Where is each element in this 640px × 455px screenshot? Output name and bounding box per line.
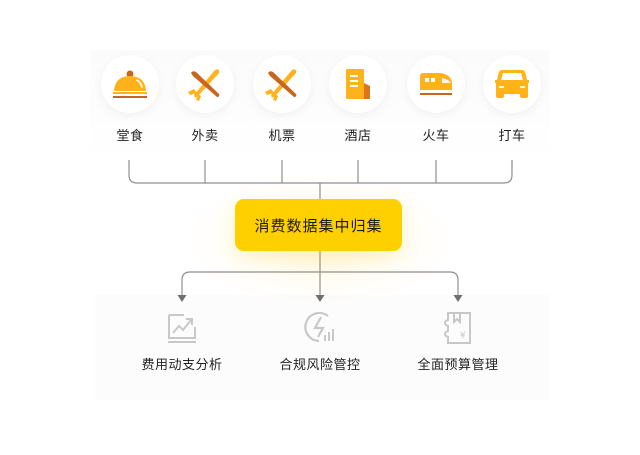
source-icon-circle — [483, 55, 541, 113]
source-item-train: 火车 — [401, 55, 471, 155]
source-label: 打车 — [498, 129, 526, 144]
hub-label: 消费数据集中归集 — [254, 216, 383, 235]
car-icon — [495, 70, 529, 98]
source-icon-circle — [253, 55, 311, 113]
outcome-item-budget-management: ¥ 全面预算管理 — [388, 310, 528, 380]
source-item-hotel: 酒店 — [323, 55, 393, 155]
trend-chart-icon — [168, 314, 196, 343]
outcome-label: 费用动支分析 — [141, 358, 223, 373]
source-item-taxi: 打车 — [477, 55, 547, 155]
source-item-dine-in: 堂食 — [95, 55, 165, 155]
risk-bolt-icon — [304, 311, 334, 343]
airplane-icon — [265, 69, 297, 101]
source-label: 堂食 — [116, 129, 144, 144]
sources-background — [90, 50, 550, 160]
airplane-icon — [188, 69, 220, 101]
outcome-item-expense-analysis: 费用动支分析 — [112, 310, 252, 380]
outcome-label: 合规风险管控 — [279, 358, 361, 373]
source-item-flight: 机票 — [247, 55, 317, 155]
train-icon — [420, 73, 452, 95]
source-label: 外卖 — [191, 129, 219, 144]
budget-book-icon: ¥ — [443, 312, 471, 344]
outcome-label: 全面预算管理 — [417, 358, 499, 373]
hotel-building-icon — [346, 69, 370, 99]
cloche-icon — [113, 70, 147, 98]
source-item-takeout: 外卖 — [170, 55, 240, 155]
data-aggregation-hub: 消费数据集中归集 — [235, 199, 402, 251]
source-icon-circle — [329, 55, 387, 113]
source-icon-circle — [407, 55, 465, 113]
outcome-item-compliance-risk: 合规风险管控 — [250, 310, 390, 380]
source-icon-circle — [101, 55, 159, 113]
source-label: 火车 — [422, 129, 450, 144]
source-icon-circle — [176, 55, 234, 113]
svg-text:¥: ¥ — [460, 331, 466, 341]
source-label: 酒店 — [344, 129, 372, 144]
source-label: 机票 — [268, 129, 296, 144]
